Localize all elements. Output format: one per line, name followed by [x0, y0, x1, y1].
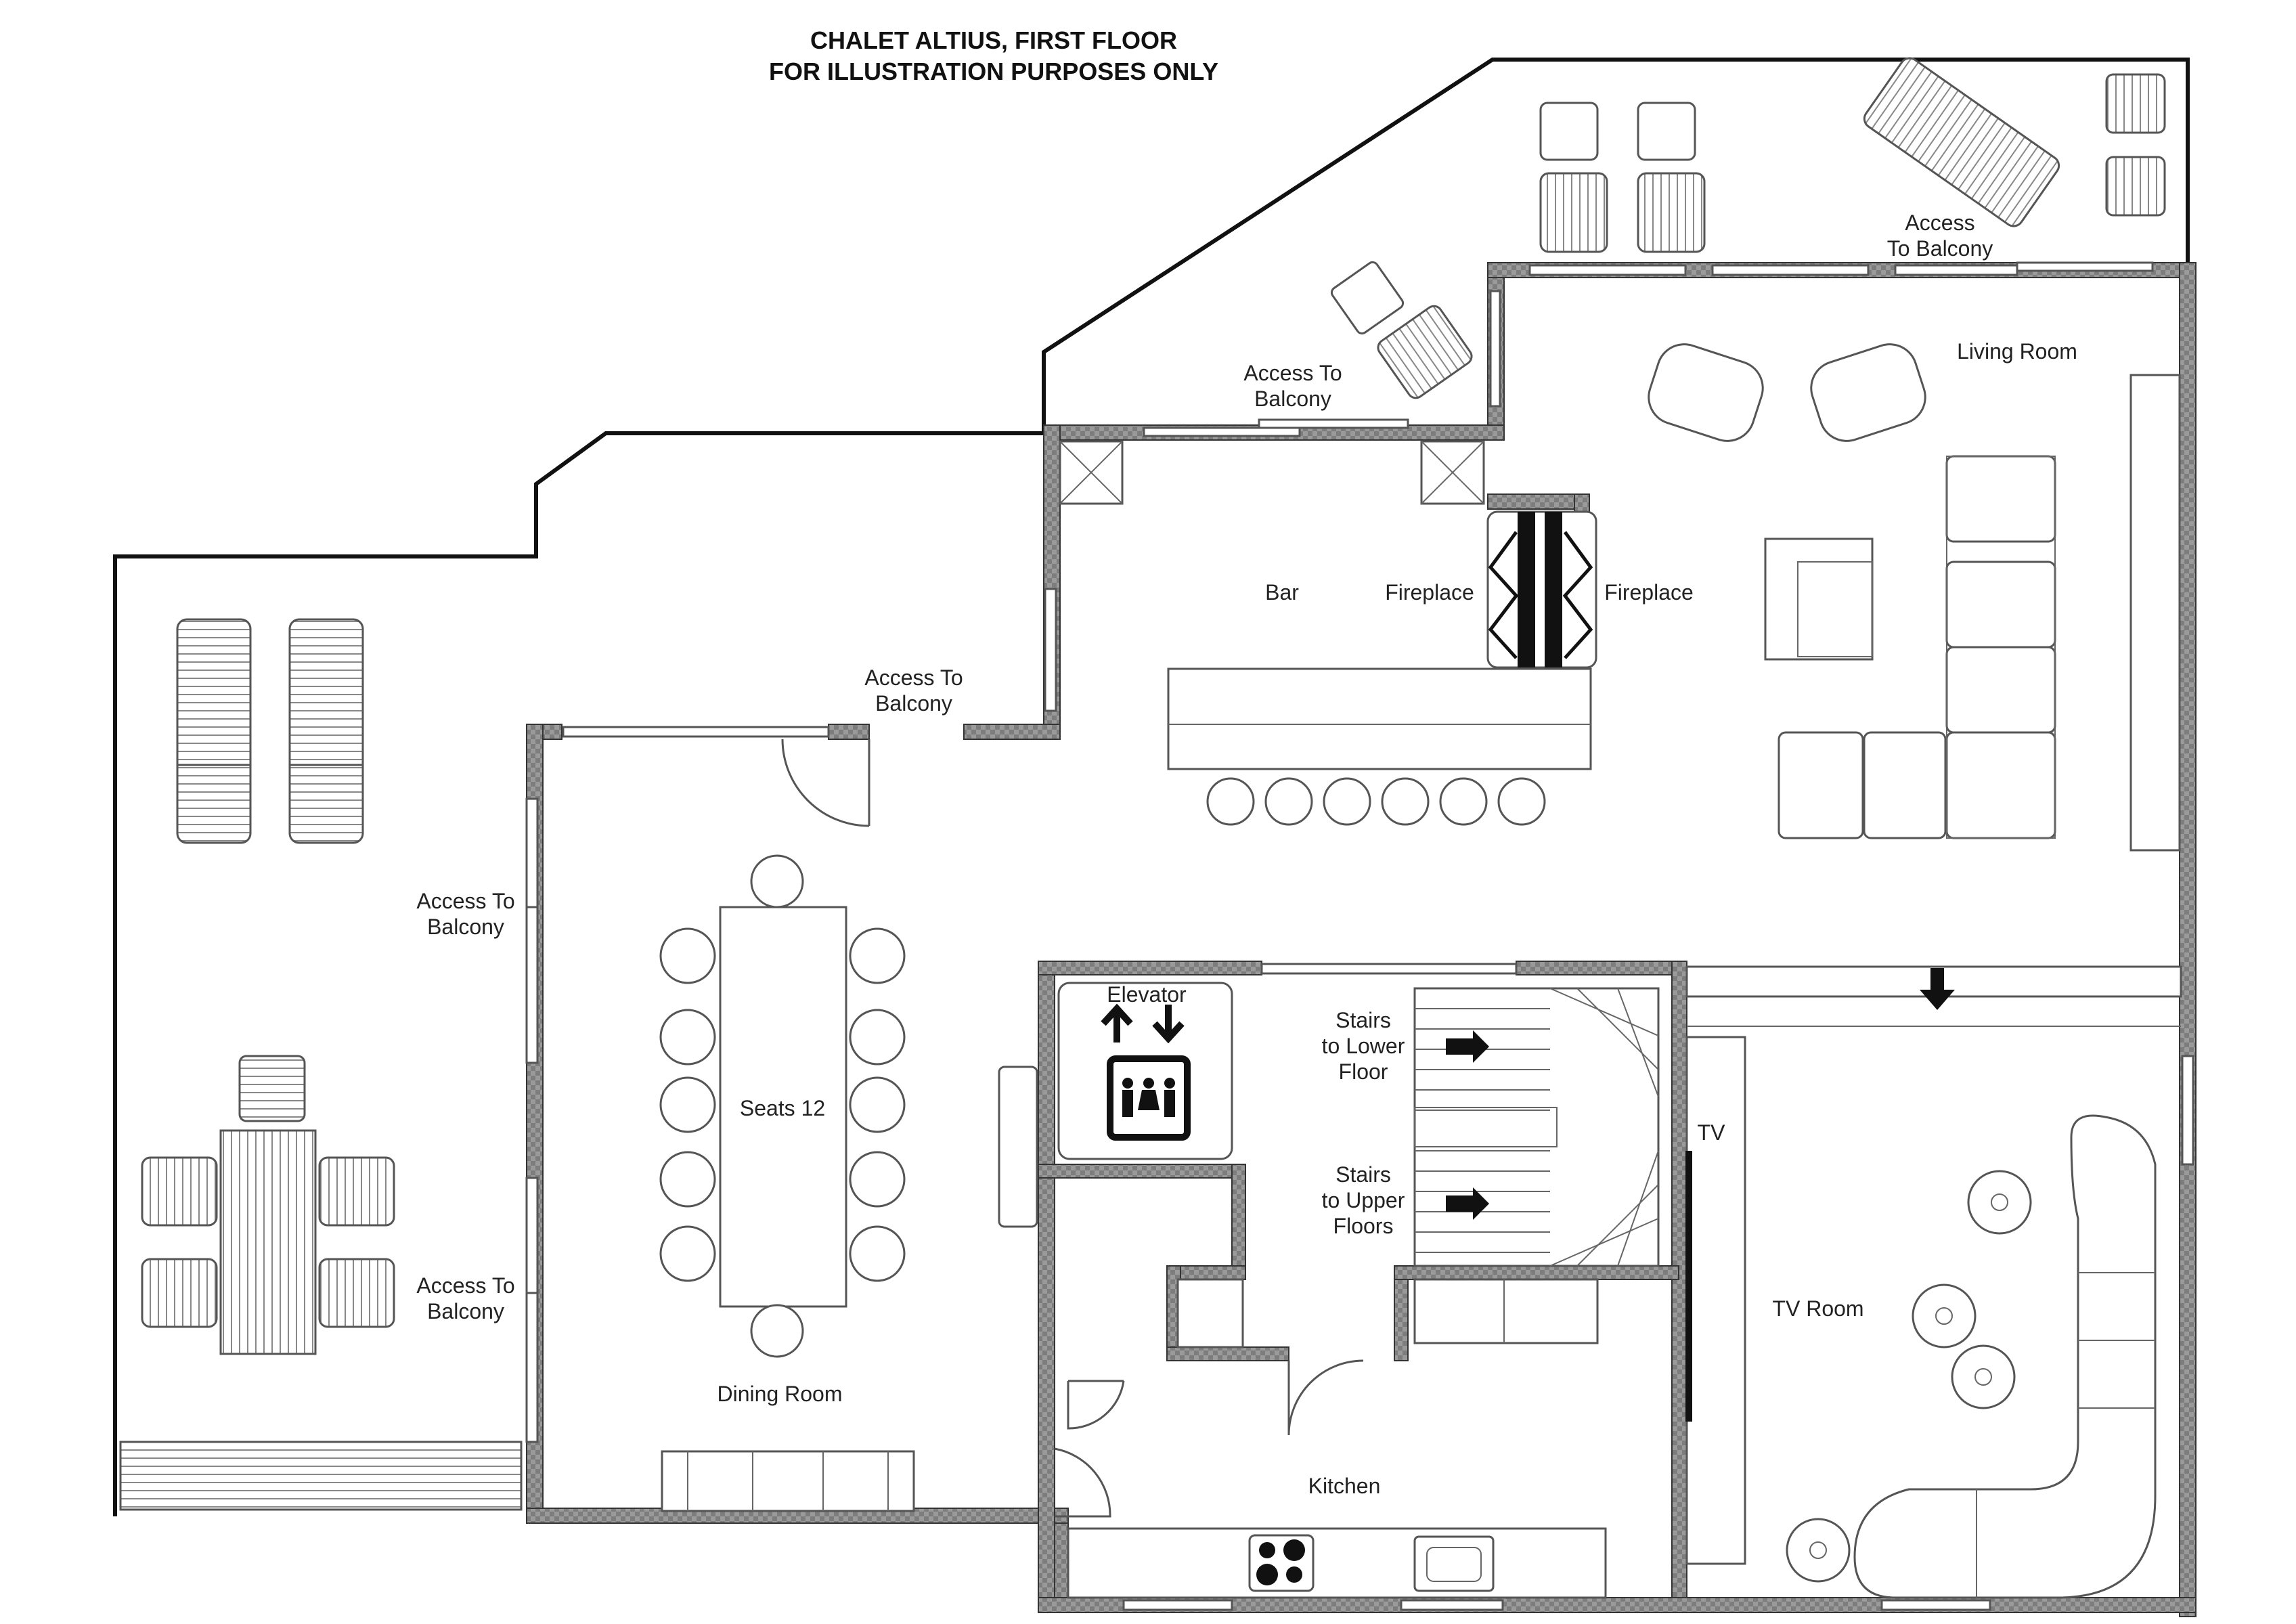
kitchen-sink	[1413, 1535, 1495, 1592]
living-room-furniture	[1648, 343, 2181, 852]
balcony-labels: Access To Balcony Access To Balcony Acce…	[416, 211, 1993, 1323]
console-table	[998, 1066, 1038, 1228]
label-living-room: Living Room	[1957, 339, 2077, 364]
top-terrace-furniture	[1330, 57, 2166, 399]
room-labels: Living Room Bar Fireplace Fireplace Dini…	[718, 339, 2077, 1498]
elevator	[1057, 982, 1233, 1160]
label-bar: Bar	[1265, 580, 1299, 605]
label-stairs-upper-2: to Upper	[1322, 1188, 1405, 1212]
label-stairs-upper-3: Floors	[1333, 1214, 1394, 1238]
label-stairs-lower-2: to Lower	[1322, 1034, 1405, 1058]
label-fireplace-left: Fireplace	[1385, 580, 1474, 605]
terrace-bench	[119, 1441, 523, 1511]
terrace-outline	[113, 58, 2190, 1516]
doors	[781, 739, 1364, 1518]
label-stairs-lower-3: Floor	[1339, 1059, 1388, 1084]
curved-sofa	[1853, 1114, 2157, 1599]
outdoor-dining-set	[141, 1055, 395, 1355]
stairs-up-arrow-icon	[1446, 1187, 1489, 1220]
label-balcony-mid-2: Balcony	[875, 691, 952, 716]
label-stairs-lower-1: Stairs	[1335, 1008, 1391, 1032]
sectional-sofa	[1778, 455, 2056, 839]
bar-cabinets	[1059, 440, 1485, 505]
label-balcony-top-mid-2: Balcony	[1254, 387, 1331, 411]
kitchen-fittings	[1067, 1278, 1607, 1599]
elevator-arrows-icon	[1101, 1003, 1185, 1044]
sun-lounger-group-left	[176, 618, 364, 844]
label-seats: Seats 12	[740, 1096, 825, 1120]
label-dining-room: Dining Room	[718, 1382, 843, 1406]
stairwell	[1413, 987, 1660, 1267]
label-balcony-left-lower-1: Access To	[416, 1273, 514, 1298]
dining-set	[659, 854, 906, 1358]
label-tv: TV	[1698, 1120, 1726, 1145]
dining-sideboard	[661, 1450, 915, 1512]
label-kitchen: Kitchen	[1308, 1474, 1381, 1498]
windows	[525, 261, 2194, 1611]
plan-subtitle: FOR ILLUSTRATION PURPOSES ONLY	[769, 58, 1218, 85]
bar-stools	[1206, 777, 1546, 826]
fireplace	[1486, 510, 1597, 669]
label-stairs-upper-1: Stairs	[1335, 1162, 1391, 1187]
elevator-people-icon	[1122, 1078, 1175, 1117]
label-balcony-top-mid-1: Access To	[1243, 361, 1342, 385]
stairs-down-arrow-icon	[1446, 1030, 1489, 1063]
label-elevator: Elevator	[1107, 982, 1187, 1007]
label-balcony-top-right-1: Access	[1905, 211, 1974, 235]
label-balcony-left-lower-2: Balcony	[427, 1299, 504, 1323]
down-arrow-icon	[1920, 968, 1955, 1010]
label-tv-room: TV Room	[1772, 1296, 1863, 1321]
label-balcony-left-upper-2: Balcony	[427, 915, 504, 939]
plan-title: CHALET ALTIUS, FIRST FLOOR	[810, 26, 1177, 54]
label-balcony-mid-1: Access To	[864, 665, 963, 690]
stairs-labels: Stairs to Lower Floor Stairs to Upper Fl…	[1322, 1008, 1405, 1238]
label-balcony-left-upper-1: Access To	[416, 889, 514, 913]
label-balcony-top-right-2: To Balcony	[1887, 236, 1993, 261]
cooktop	[1248, 1534, 1315, 1592]
label-fireplace-right: Fireplace	[1604, 580, 1694, 605]
bar-counter	[1167, 667, 1592, 770]
tv-room-furniture	[1685, 1036, 2157, 1599]
